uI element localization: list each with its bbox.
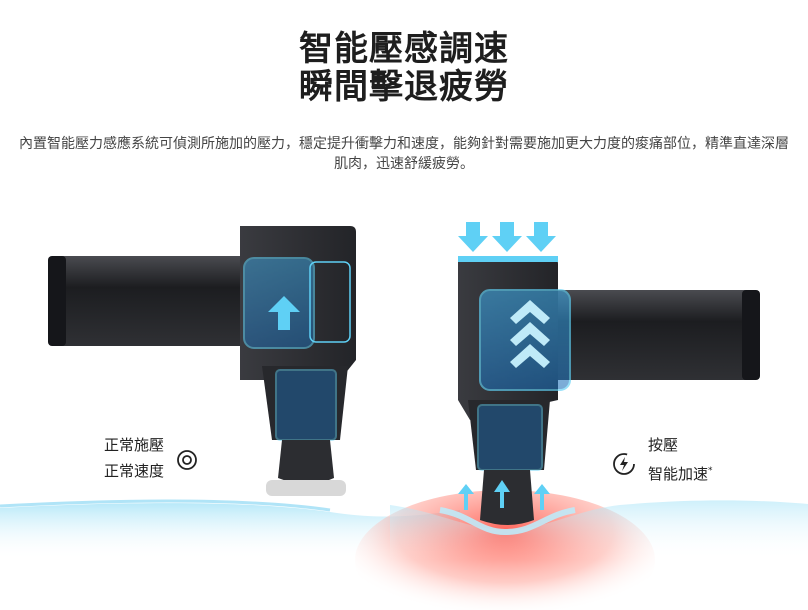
footnote-mark: *	[708, 466, 713, 476]
normal-speed-icon	[177, 450, 197, 470]
boost-speed-icon	[613, 453, 635, 475]
smart-boost-text: 智能加速	[648, 465, 709, 483]
massage-gun-left	[48, 226, 356, 496]
massage-gun-right	[458, 222, 760, 525]
title-line-1: 智能壓感調速	[299, 29, 509, 69]
normal-pressure-text: 正常施壓	[104, 436, 165, 454]
normal-state-label: 正常施壓 正常速度	[104, 432, 164, 484]
description-text: 內置智能壓力感應系統可偵測所施加的壓力，穩定提升衝擊力和速度，能夠針對需要施加更…	[19, 136, 789, 172]
title-line-2: 瞬間擊退疲勞	[299, 67, 509, 107]
normal-speed-text: 正常速度	[104, 462, 165, 480]
skin-wave	[0, 490, 808, 610]
press-text: 按壓	[648, 436, 679, 454]
boost-state-label: 按壓 智能加速*	[648, 432, 713, 487]
page-title: 智能壓感調速 瞬間擊退疲勞	[0, 30, 808, 106]
